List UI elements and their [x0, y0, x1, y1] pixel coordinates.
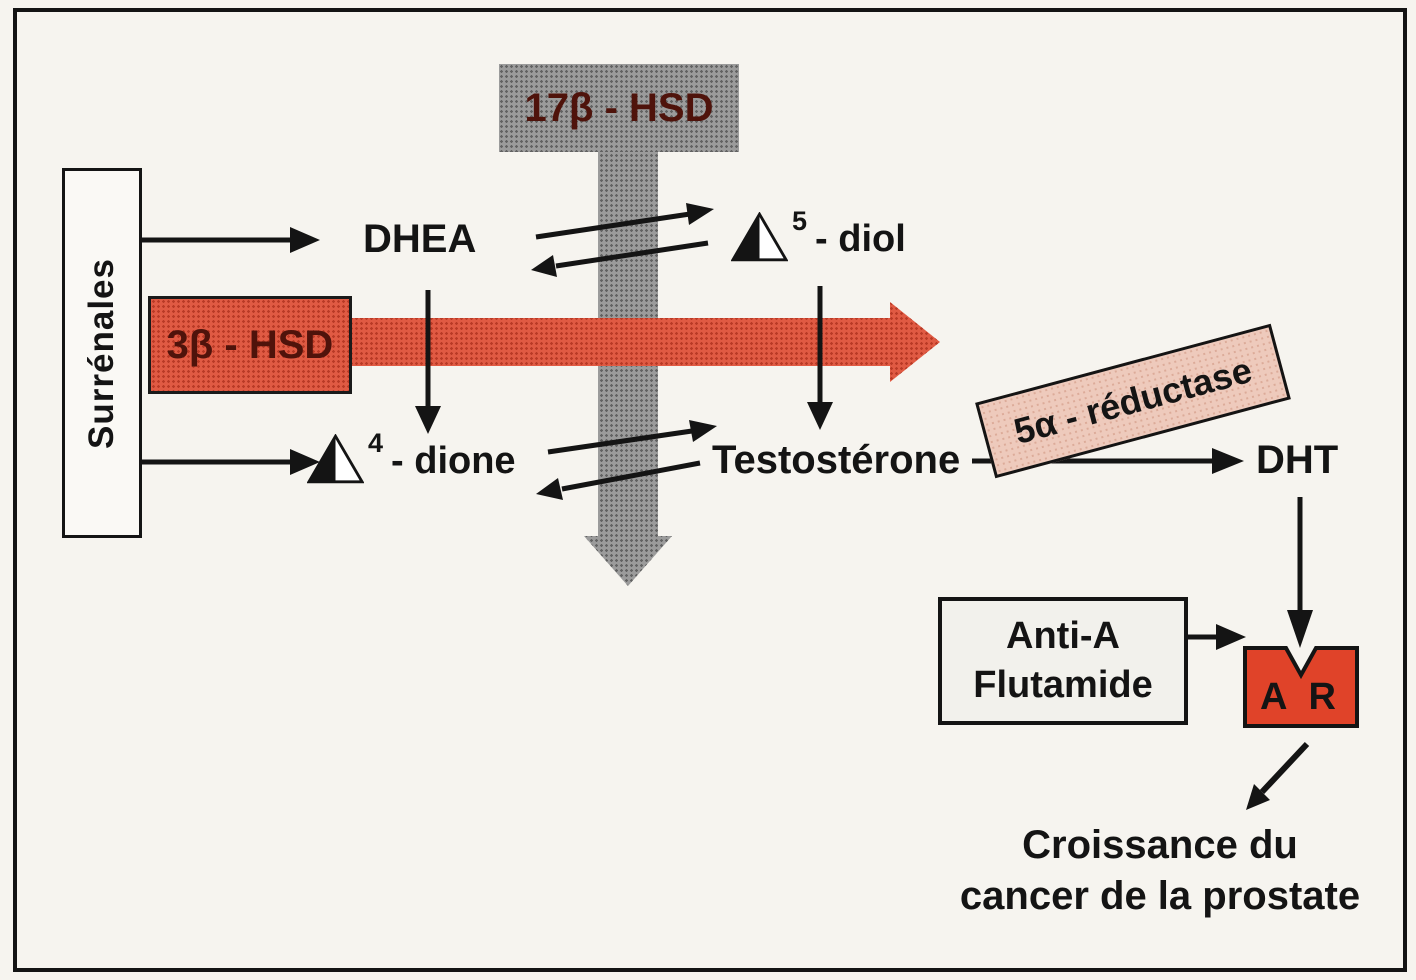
ar-label: A R [1259, 676, 1343, 718]
delta-triangle-icon [731, 212, 788, 262]
delta5-suffix: - diol [815, 218, 906, 260]
dht-label: DHT [1256, 438, 1339, 482]
flutamide-box: Anti-A Flutamide [938, 597, 1188, 725]
flutamide-line2: Flutamide [973, 664, 1153, 706]
hsd17-label: 17β - HSD [524, 85, 714, 130]
delta5-diol-label: 5 - diol [731, 206, 906, 262]
delta4-exponent: 4 [368, 428, 384, 458]
delta-triangle-icon [307, 434, 364, 484]
hsd17-enzyme-box: 17β - HSD [499, 64, 739, 152]
testosterone-label: Testostérone [712, 438, 961, 482]
diagram-border [13, 8, 1407, 972]
androgen-receptor-shape [1243, 646, 1359, 728]
hsd3-enzyme-box: 3β - HSD [148, 296, 352, 394]
delta5-exponent: 5 [792, 206, 808, 236]
dhea-label: DHEA [363, 217, 477, 261]
outcome-line2: cancer de la prostate [959, 874, 1361, 919]
delta4-dione-label: 4 - dione [307, 428, 516, 484]
flutamide-line1: Anti-A [1006, 614, 1120, 657]
surrenales-box: Surrénales [62, 168, 142, 538]
delta4-suffix: - dione [391, 440, 516, 482]
outcome-line1: Croissance du [1022, 823, 1298, 867]
hsd3-label: 3β - HSD [166, 322, 334, 367]
outcome-label: Croissance du cancer de la prostate [920, 820, 1400, 922]
surrenales-label: Surrénales [82, 257, 121, 449]
receptor-notch-shape [1243, 646, 1359, 728]
